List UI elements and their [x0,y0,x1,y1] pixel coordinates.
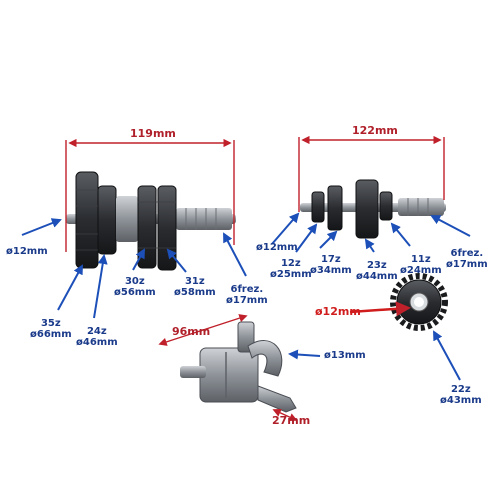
gear-11z-label: 11z ø24mm [400,254,442,276]
left-spline-label: 6frez. ø17mm [226,284,268,306]
shift-drum [180,321,297,413]
left-end-dia-label: ø12mm [6,246,48,257]
gear-31z-teeth: 31z [184,276,205,287]
gear-17z [327,185,343,231]
gear-23z-label: 23z ø44mm [356,260,398,282]
callout-arrows [21,212,471,381]
gear-22z-label: 22z ø43mm [440,384,482,406]
gear-31z-label: 31z ø58mm [174,276,216,298]
gear-17z-dia: ø34mm [310,265,352,276]
gear-23z-teeth: 23z [366,260,387,271]
gear-22z-dia: ø43mm [440,395,482,406]
gear-22z-teeth: 22z [450,384,471,395]
drum-dia-label: ø13mm [324,350,366,361]
gear-30z-teeth: 30z [124,276,145,287]
gear-24z-dia: ø46mm [76,337,118,348]
gear-31z-dia: ø58mm [174,287,216,298]
gear-23z [355,179,379,239]
gear-12z-dia: ø25mm [270,269,312,280]
gear-17z-label: 17z ø34mm [310,254,352,276]
gear-12z-teeth: 12z [280,258,301,269]
right-end-dia-label: ø12mm [256,242,298,253]
gear-23z-dia: ø44mm [356,271,398,282]
gear-11z [379,191,393,221]
gear-12z-label: 12z ø25mm [270,258,312,280]
gear-11z-teeth: 11z [410,254,431,265]
gear-11z-dia: ø24mm [400,265,442,276]
bushing [116,196,138,242]
gear-30z [137,185,157,269]
left-spline-teeth: 6frez. [230,284,264,295]
gear-24z-teeth: 24z [86,326,107,337]
gear-12z [311,191,325,223]
right-spline-dia: ø17mm [446,259,488,270]
bore-label: ø12mm [315,305,361,318]
dimension-label-96: 96mm [172,325,211,338]
bore-arrow [349,301,411,317]
left-spline-dia: ø17mm [226,295,268,306]
shift-fork [247,340,283,377]
right-shaft-assembly [300,179,446,239]
dimension-label-119: 119mm [130,127,176,140]
dimension-27 [272,408,298,422]
dimension-label-122: 122mm [352,124,398,137]
dimension-96 [158,314,248,346]
gear-35z [75,171,99,269]
dimension-label-27: 27mm [272,414,311,427]
gear-30z-label: 30z ø56mm [114,276,156,298]
gear-30z-dia: ø56mm [114,287,156,298]
loose-gear-22z [390,273,448,331]
drum-body [199,347,259,403]
dimension-lines [65,135,445,422]
gear-35z-label: 35z ø66mm [30,318,72,340]
left-shaft-spline [176,208,232,230]
gear-35z-dia: ø66mm [30,329,72,340]
gear-35z-teeth: 35z [40,318,61,329]
shift-lever [257,385,297,413]
gear-24z [97,185,117,255]
right-spline-teeth: 6frez. [450,248,484,259]
right-shaft-spline [398,198,444,216]
drum-shaft [180,366,206,378]
left-shaft-assembly [66,171,236,271]
right-spline-label: 6frez. ø17mm [446,248,488,270]
gear-17z-teeth: 17z [320,254,341,265]
gear-24z-label: 24z ø46mm [76,326,118,348]
